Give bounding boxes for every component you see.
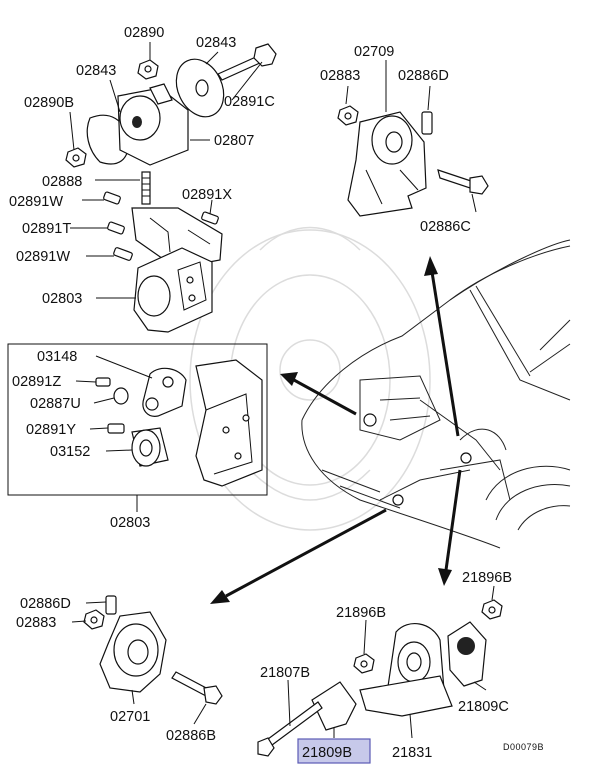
pointer-arrows [210,256,462,604]
label-02891t[interactable]: 02891T [22,221,71,237]
label-21809b[interactable]: 21809B [302,745,352,761]
label-02886d-top-right[interactable]: 02886D [398,68,449,84]
detail-box [7,343,268,496]
label-21809c[interactable]: 21809C [458,699,509,715]
label-02883-bottom-left[interactable]: 02883 [16,615,56,631]
label-21896b-middle[interactable]: 21896B [336,605,386,621]
label-02891w-a[interactable]: 02891W [9,194,63,210]
engine-mount-group-top-left [65,43,277,333]
vehicle-outline [301,239,571,549]
label-02803-box[interactable]: 02803 [110,515,150,531]
label-02891z[interactable]: 02891Z [12,374,61,390]
mount-group-top-right [337,105,489,217]
leader-lines-detail [75,355,153,512]
label-02883-top-right[interactable]: 02883 [320,68,360,84]
label-21807b[interactable]: 21807B [260,665,310,681]
leader-lines-bottom-right [287,585,495,739]
label-02701[interactable]: 02701 [110,709,150,725]
highlight-box-21809b [297,738,371,764]
label-02891y[interactable]: 02891Y [26,422,76,438]
leader-lines-top-right [345,60,477,213]
label-21896b-right[interactable]: 21896B [462,570,512,586]
label-02843-left[interactable]: 02843 [76,63,116,79]
label-02886c[interactable]: 02886C [420,219,471,235]
label-03152[interactable]: 03152 [50,444,90,460]
leader-lines-top-left [69,42,263,299]
mount-group-bottom-left [83,595,223,705]
label-21831[interactable]: 21831 [392,745,432,761]
leader-lines-bottom-left [71,601,207,725]
label-02886d-bottom-left[interactable]: 02886D [20,596,71,612]
label-02890[interactable]: 02890 [124,25,164,41]
watermark-seal [189,226,431,531]
label-02886b[interactable]: 02886B [166,728,216,744]
label-02709[interactable]: 02709 [354,44,394,60]
label-02807[interactable]: 02807 [214,133,254,149]
diagram-id: D00079B [503,742,544,752]
label-02887u[interactable]: 02887U [30,396,81,412]
label-02891c[interactable]: 02891C [224,94,275,110]
label-02891x[interactable]: 02891X [182,187,232,203]
label-02891w-b[interactable]: 02891W [16,249,70,265]
part-labels: 02890 02843 02843 02891C 02890B 02807 02… [9,25,544,761]
label-02888[interactable]: 02888 [42,174,82,190]
label-02803-top[interactable]: 02803 [42,291,82,307]
label-02843-top[interactable]: 02843 [196,35,236,51]
mount-group-bottom-right [257,599,503,757]
label-03148[interactable]: 03148 [37,349,77,365]
label-02890b[interactable]: 02890B [24,95,74,111]
